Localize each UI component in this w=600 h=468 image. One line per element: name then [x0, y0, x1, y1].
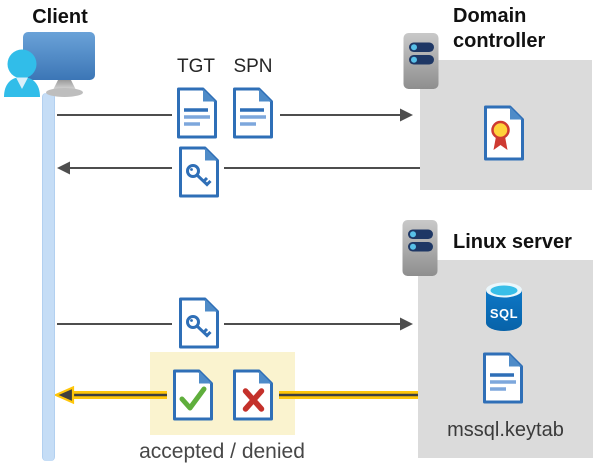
domain-controller-server-icon [403, 33, 439, 89]
arrowhead-right [400, 108, 413, 122]
keytab-document-icon [483, 352, 523, 404]
linux-server-server-icon [402, 220, 438, 276]
monitor-screen [23, 32, 95, 80]
certificate-document-icon [484, 105, 524, 161]
result-label: accepted / denied [139, 440, 305, 463]
arrowhead-left [57, 161, 70, 175]
client-label: Client [32, 6, 88, 28]
keytab-label: mssql.keytab [447, 419, 564, 441]
spn-label: SPN [233, 56, 273, 77]
monitor-base [46, 88, 83, 97]
domain-controller-title: Domain controller [453, 4, 545, 54]
arrow-client-to-linux [57, 317, 413, 331]
denied-x-document-icon [233, 369, 273, 421]
linux-server-title: Linux server [453, 231, 572, 253]
tgt-document-icon [177, 87, 217, 139]
domain-controller-title-line1: Domain [453, 5, 527, 27]
domain-controller-title-line2: controller [453, 30, 546, 52]
client-lifeline [42, 93, 55, 461]
client-person-at-monitor-icon [4, 32, 95, 97]
arrowhead-right [400, 317, 413, 331]
spn-document-icon [233, 87, 273, 139]
arrow-linux-to-client [55, 386, 418, 404]
arrowhead-left [55, 386, 75, 404]
sql-icon-label: SQL [490, 306, 518, 321]
tgt-label: TGT [177, 56, 215, 77]
sql-database-icon: SQL [486, 282, 522, 331]
person-head [7, 49, 37, 79]
arrow-dc-to-client [57, 161, 420, 175]
key-document-icon [179, 297, 219, 349]
accepted-check-document-icon [173, 369, 213, 421]
person-collar [16, 77, 28, 89]
arrow-client-to-dc [57, 108, 413, 122]
key-document-icon [179, 146, 219, 198]
